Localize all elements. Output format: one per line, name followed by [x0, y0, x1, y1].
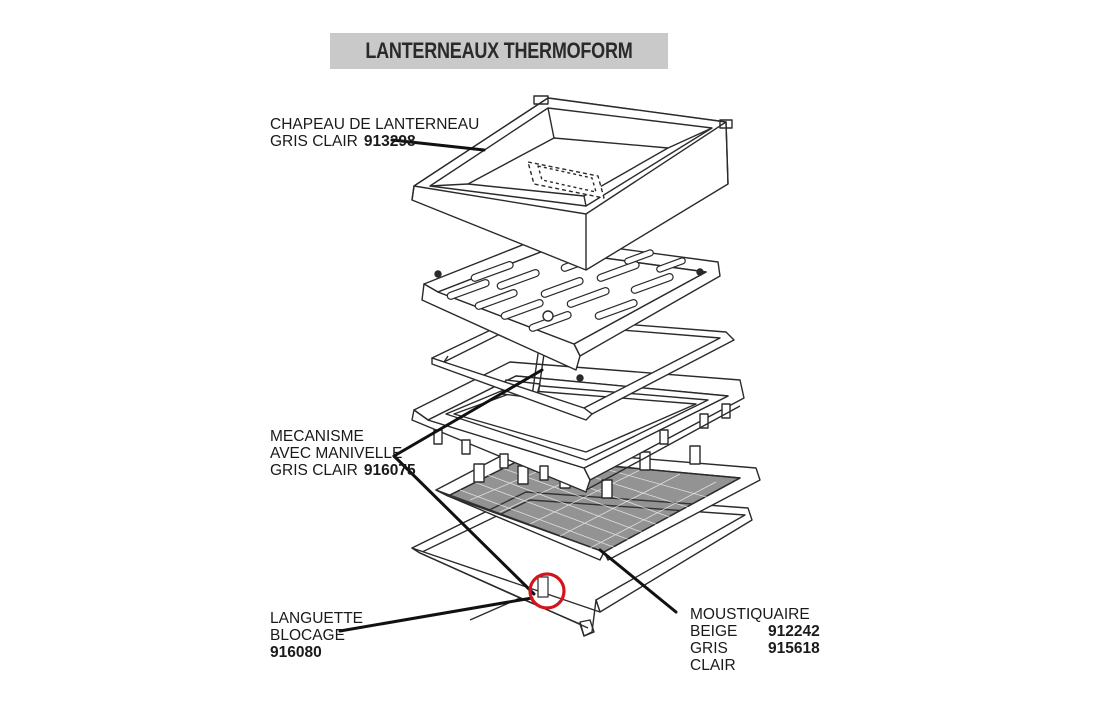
mecanisme-name: MECANISME [270, 428, 364, 445]
mecanisme-color: GRIS CLAIR [270, 462, 358, 479]
moustiquaire-variant-2: GRIS CLAIR 915618 [690, 640, 820, 674]
mosquito-net [435, 445, 761, 561]
chapeau-color-line: GRIS CLAIR 913298 [270, 133, 479, 150]
chapeau-name: CHAPEAU DE LANTERNEAU [270, 116, 480, 133]
languette-name: LANGUETTE [270, 610, 364, 627]
callout-moustiquaire: MOUSTIQUAIRE BEIGE 912242 GRIS CLAIR 915… [690, 606, 820, 674]
variant-ref: 915618 [768, 640, 820, 657]
variant-color: BEIGE [690, 623, 738, 640]
languette-desc: BLOCAGE [270, 627, 345, 644]
dome-cap [411, 95, 733, 271]
moustiquaire-name: MOUSTIQUAIRE [690, 606, 810, 623]
moustiquaire-variant-1: BEIGE 912242 [690, 623, 820, 640]
chapeau-ref: 913298 [363, 133, 416, 150]
callout-chapeau: CHAPEAU DE LANTERNEAU GRIS CLAIR 913298 [270, 116, 479, 150]
languette-ref: 916080 [270, 644, 322, 661]
main-frame [411, 339, 745, 493]
variant-color: GRIS CLAIR [690, 640, 736, 674]
callout-mecanisme: MECANISME AVEC MANIVELLE GRIS CLAIR 91607… [270, 428, 416, 479]
locking-tab-highlight [528, 572, 566, 610]
callout-lines [338, 138, 678, 633]
variant-ref: 912242 [768, 623, 820, 640]
vent-plate [421, 237, 721, 382]
mecanisme-desc: AVEC MANIVELLE [270, 445, 403, 462]
mecanisme-ref: 916075 [363, 462, 416, 479]
callout-languette: LANGUETTE BLOCAGE 916080 [270, 610, 363, 661]
page-title: LANTERNEAUX THERMOFORM [365, 38, 633, 63]
chapeau-color: GRIS CLAIR [270, 133, 358, 150]
title-banner: LANTERNEAUX THERMOFORM [330, 33, 668, 69]
mecanisme-color-line: GRIS CLAIR 916075 [270, 462, 416, 479]
